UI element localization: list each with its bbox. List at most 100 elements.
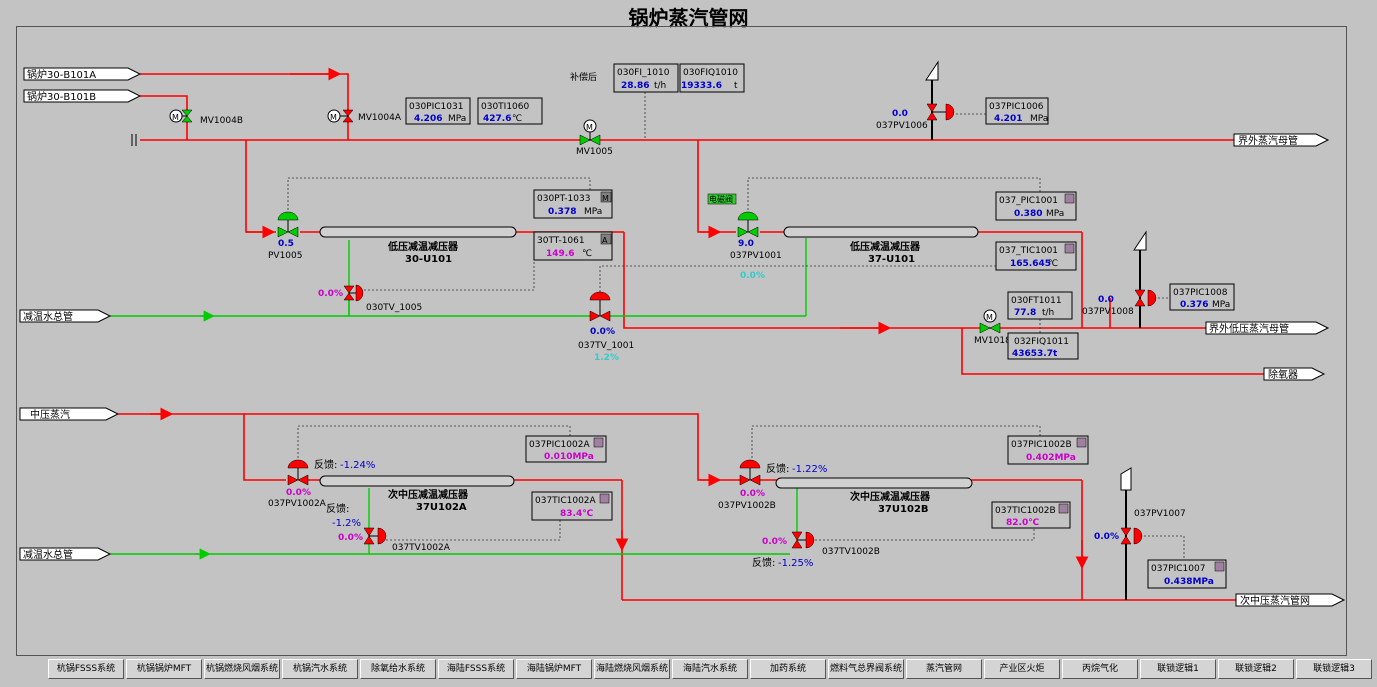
valve-pv1007[interactable]: 0.0% 037PV1007 (1094, 509, 1186, 545)
nav-button-7[interactable]: 海陆燃烧风烟系统 (594, 659, 670, 679)
svg-text:M: M (586, 123, 593, 132)
vessel-37u102a[interactable] (319, 475, 515, 487)
faceplate-tag: 037PIC1006 (989, 102, 1044, 112)
instrument-faceplates: 补偿后 030PIC1031 4.206 MPa 030TI1060 427.6… (405, 63, 1235, 589)
actuator-icon (1147, 289, 1157, 307)
faceplate-tic1001[interactable]: 037_TIC1001 165.645 ℃ (995, 241, 1077, 271)
nav-button-4[interactable]: 除氧给水系统 (360, 659, 436, 679)
valve-pv1001[interactable]: 电磁阀 9.0 037PV1001 0.0% (707, 193, 782, 281)
faceplate-unit: MPa (1046, 209, 1064, 219)
actuator-icon (1133, 527, 1143, 545)
fb-value-tv1002b: -1.25% (778, 558, 813, 569)
nav-button-15[interactable]: 联锁逻辑2 (1218, 659, 1294, 679)
faceplate-unit: ℃ (1048, 259, 1058, 269)
faceplate-tag: 030PT-1033 (537, 194, 590, 204)
terminal-water-2[interactable] (19, 547, 112, 561)
faceplate-pic1031[interactable]: 030PIC1031 4.206 MPa (405, 97, 471, 125)
faceplate-fiq1011[interactable]: 032FIQ1011 43653.7t (1007, 332, 1079, 360)
nav-button-12[interactable]: 产业区火炬 (984, 659, 1060, 679)
faceplate-pic1002b[interactable]: 037PIC1002B 0.402MPa (1007, 435, 1089, 465)
faceplate-fiq1010[interactable]: 030FIQ1010 19333.6 t (679, 63, 745, 93)
vessel-37-u101[interactable] (783, 226, 979, 238)
nav-button-0[interactable]: 杭锅FSSS系统 (48, 659, 124, 679)
faceplate-tag: 037TIC1002A (535, 496, 597, 506)
nav-button-11[interactable]: 蒸汽管网 (906, 659, 982, 679)
faceplate-pic1007[interactable]: 037PIC1007 0.438MPa (1147, 559, 1227, 589)
terminal-boiler-a-label: 锅炉30-B101A (27, 69, 96, 81)
vessel-37u102a-id: 37U102A (416, 502, 467, 513)
nav-button-6[interactable]: 海陆锅炉MFT (516, 659, 592, 679)
faceplate-ti1060[interactable]: 030TI1060 427.6 ℃ (477, 97, 543, 125)
faceplate-pt1033[interactable]: 030PT-1033 M 0.378 MPa (533, 189, 613, 219)
valve-mv1004b[interactable]: M MV1004B (169, 109, 243, 126)
nav-button-1[interactable]: 杭锅锅炉MFT (126, 659, 202, 679)
faceplate-unit: MPa (1030, 114, 1048, 124)
faceplate-tag: 037PIC1002A (529, 440, 590, 450)
valve-tv1001[interactable]: 0.0% 037TV_1001 1.2% (578, 291, 634, 363)
nav-button-16[interactable]: 联锁逻辑3 (1296, 659, 1372, 679)
valve-tv1002a-label: 037TV1002A (392, 543, 451, 553)
nav-button-13[interactable]: 丙烷气化 (1062, 659, 1138, 679)
valve-pv1002a[interactable]: 0.0% 037PV1002A 反馈: -1.24% (268, 458, 375, 509)
faceplate-pic1006[interactable]: 037PIC1006 4.201 MPa (985, 97, 1049, 125)
faceplate-tic1002a[interactable]: 037TIC1002A 83.4℃ (531, 491, 613, 521)
terminal-boiler-b[interactable] (23, 89, 142, 103)
vessel-37u102b[interactable] (775, 477, 973, 489)
vessel-30-u101[interactable] (319, 226, 517, 238)
faceplate-tt1061[interactable]: 30TT-1061 A 149.6 ℃ (533, 231, 613, 261)
valve-tv1005[interactable]: 0.0% 030TV_1005 (318, 284, 422, 313)
terminal-outer-low-header[interactable] (1205, 321, 1330, 335)
terminal-boiler-a[interactable] (23, 67, 142, 81)
valve-tv1001-label: 037TV_1001 (578, 341, 634, 351)
terminal-water-1[interactable] (19, 309, 112, 323)
terminal-mid-steam[interactable] (19, 407, 120, 421)
faceplate-value: 0.378 (548, 207, 576, 217)
faceplate-value: 43653.7t (1012, 349, 1058, 359)
valve-red-icon (342, 109, 354, 123)
nav-button-9[interactable]: 加药系统 (750, 659, 826, 679)
faceplate-pic1002a[interactable]: 037PIC1002A 0.010MPa (525, 435, 607, 463)
valve-mv1018[interactable]: M MV1018 (974, 309, 1011, 346)
fb-value-tv1002a: -1.2% (332, 518, 361, 529)
faceplate-tag: 030FIQ1010 (683, 68, 738, 78)
nav-button-14[interactable]: 联锁逻辑1 (1140, 659, 1216, 679)
nav-button-2[interactable]: 杭锅燃烧风烟系统 (204, 659, 280, 679)
faceplate-pic1001[interactable]: 037_PIC1001 0.380 MPa (995, 191, 1077, 221)
valve-tv1002b[interactable]: 0.0% 037TV1002B 反馈: -1.25% (752, 531, 880, 569)
faceplate-tag: 037PIC1002B (1011, 440, 1072, 450)
actuator-icon (737, 211, 759, 221)
faceplate-tic1002b[interactable]: 037TIC1002B 82.0℃ (991, 501, 1071, 529)
terminal-water-1-label: 减温水总管 (23, 310, 73, 323)
terminal-outer-header[interactable] (1233, 133, 1330, 147)
solenoid-indicator[interactable] (707, 193, 737, 205)
terminal-deaerator[interactable] (1263, 367, 1326, 381)
valve-mv1005[interactable]: M MV1005 (576, 119, 613, 157)
valve-pv1006[interactable]: 0.0 037PV1006 (876, 103, 955, 131)
faceplate-value: 165.645 (1010, 259, 1051, 269)
valve-pv1006-label: 037PV1006 (876, 121, 928, 131)
nav-button-10[interactable]: 燃料气总界阀系统 (828, 659, 904, 679)
vessel-37-u101-id: 37-U101 (868, 254, 915, 265)
valve-pv1002b-value: 0.0% (740, 489, 765, 499)
valve-pv1002b[interactable]: 0.0% 037PV1002B 反馈: -1.22% (718, 459, 827, 511)
fb-label-pv1002b: 反馈: (766, 462, 789, 475)
faceplate-unit: MPa (1212, 300, 1230, 310)
valve-mv1004a[interactable]: M MV1004A (327, 109, 402, 123)
valve-pv1001-value: 9.0 (738, 239, 754, 249)
nav-button-8[interactable]: 海陆汽水系统 (672, 659, 748, 679)
faceplate-unit: t/h (654, 81, 666, 91)
valve-pv1008[interactable]: 0.0 037PV1008 (1082, 289, 1157, 317)
terminal-sub-mid-header[interactable] (1235, 593, 1346, 607)
fb-value-pv1002a: -1.24% (340, 460, 375, 471)
valve-pv1005[interactable]: 0.5 PV1005 (268, 211, 303, 261)
faceplate-ft1011[interactable]: 030FT1011 77.8 t/h (1007, 291, 1073, 320)
valve-pv1006-value: 0.0 (892, 109, 908, 119)
signal-lines (287, 92, 1185, 560)
nav-button-3[interactable]: 杭锅汽水系统 (282, 659, 358, 679)
faceplate-pic1008[interactable]: 037PIC1008 0.376 MPa (1169, 283, 1235, 311)
faceplate-unit: t (734, 81, 738, 91)
faceplate-fi1010[interactable]: 030FI_1010 28.86 t/h (613, 63, 679, 93)
nav-button-5[interactable]: 海陆FSSS系统 (438, 659, 514, 679)
fb-label-tv1002b: 反馈: (752, 556, 775, 569)
valve-tv1002a[interactable]: 0.0% 037TV1002A 反馈: -1.2% (326, 502, 451, 553)
